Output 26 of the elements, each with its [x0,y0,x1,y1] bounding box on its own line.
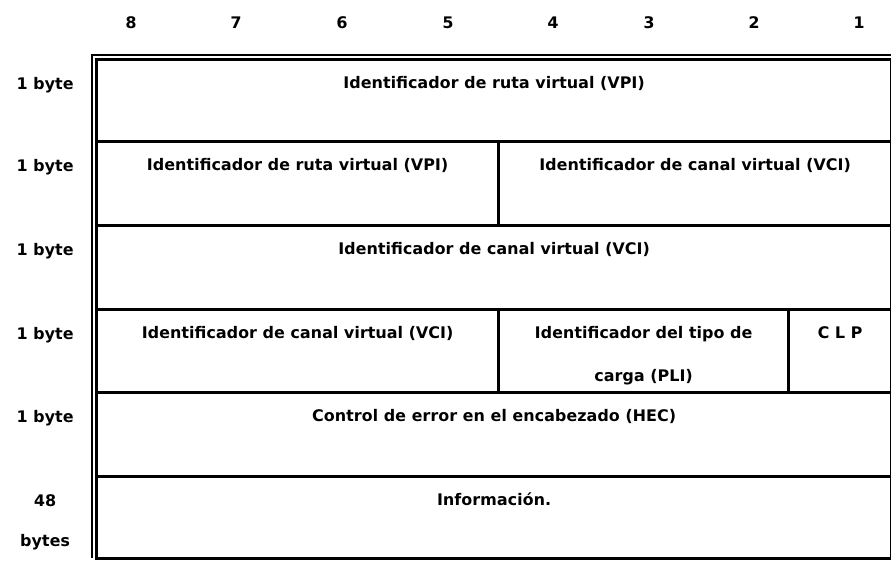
field-name: Información. [436,489,552,511]
field-name: Identificador de ruta virtual (VPI) [146,154,448,176]
bit-number: 1 [852,12,866,34]
row-size-label: 48 bytes [19,490,71,552]
row-size-label: 1 byte [15,73,75,95]
field-name: C L P [818,322,862,344]
bit-number: 2 [747,12,761,34]
row-size-label: 1 byte [15,323,75,345]
field-name: Identificador de canal virtual (VCI) [142,322,454,344]
field-cell [95,58,891,143]
field-cell [95,475,891,560]
bit-number: 5 [441,12,455,34]
row-size-label: 1 byte [15,155,75,177]
field-name: Identificador del tipo de carga (PLI) [534,322,754,387]
row-size-label: 1 byte [15,406,75,428]
bit-number: 4 [546,12,560,34]
bit-number: 8 [124,12,138,34]
field-name: Identificador de canal virtual (VCI) [539,154,851,176]
field-name: Identificador de ruta virtual (VPI) [343,72,645,94]
field-name: Control de error en el encabezado (HEC) [312,405,676,427]
field-name: Identificador de canal virtual (VCI) [338,238,650,260]
row-size-label: 1 byte [15,239,75,261]
bit-number: 6 [335,12,349,34]
field-cell [95,224,891,311]
bit-number: 7 [229,12,243,34]
bit-number: 3 [642,12,656,34]
